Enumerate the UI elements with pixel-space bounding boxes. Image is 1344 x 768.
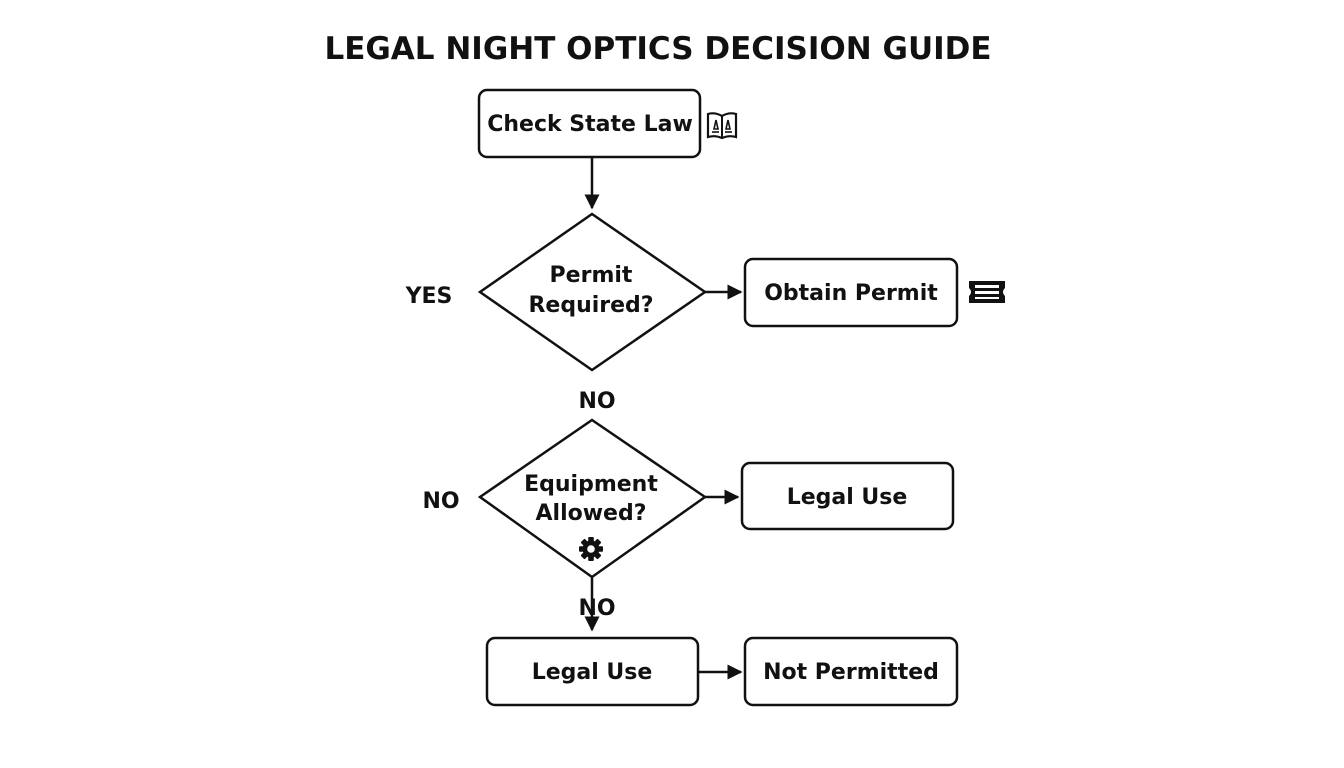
- permit-required-line2: Required?: [528, 293, 653, 318]
- permit-no-label: NO: [578, 389, 615, 414]
- legal-use-bottom-box: [485, 636, 700, 707]
- legal-use-right-label: Legal Use: [787, 485, 908, 510]
- equipment-allowed-line2: Allowed?: [536, 501, 647, 526]
- obtain-permit-box: [743, 257, 959, 328]
- obtain-permit-label: Obtain Permit: [764, 281, 938, 306]
- equipment-allowed-line1: Equipment: [524, 472, 658, 497]
- node-not-permitted: Not Permitted: [743, 636, 959, 707]
- legal-use-bottom-label: Legal Use: [532, 660, 653, 685]
- node-equipment-allowed: Equipment Allowed?: [477, 418, 708, 579]
- node-obtain-permit: Obtain Permit: [743, 257, 959, 328]
- permit-yes-label: YES: [405, 284, 453, 309]
- permit-required-diamond: [477, 212, 708, 372]
- check-state-law-box: [477, 88, 702, 159]
- node-legal-use-bottom: Legal Use: [485, 636, 700, 707]
- check-state-law-label: Check State Law: [487, 112, 693, 137]
- node-permit-required: Permit Required?: [477, 212, 708, 372]
- not-permitted-label: Not Permitted: [763, 660, 939, 685]
- node-check-state-law: Check State Law: [477, 88, 702, 159]
- equipment-allowed-diamond: [477, 418, 708, 579]
- law-book-icon: [706, 112, 738, 140]
- gear-icon: [579, 537, 603, 561]
- legal-use-right-box: [740, 461, 955, 531]
- node-legal-use-right: Legal Use: [740, 461, 955, 531]
- permit-required-line1: Permit: [550, 263, 633, 288]
- equipment-bottom-no-label: NO: [578, 596, 615, 621]
- diagram-title: LEGAL NIGHT OPTICS DECISION GUIDE: [324, 31, 991, 67]
- permit-ticket-icon: [969, 281, 1005, 303]
- equipment-left-no-label: NO: [422, 489, 459, 514]
- not-permitted-box: [743, 636, 959, 707]
